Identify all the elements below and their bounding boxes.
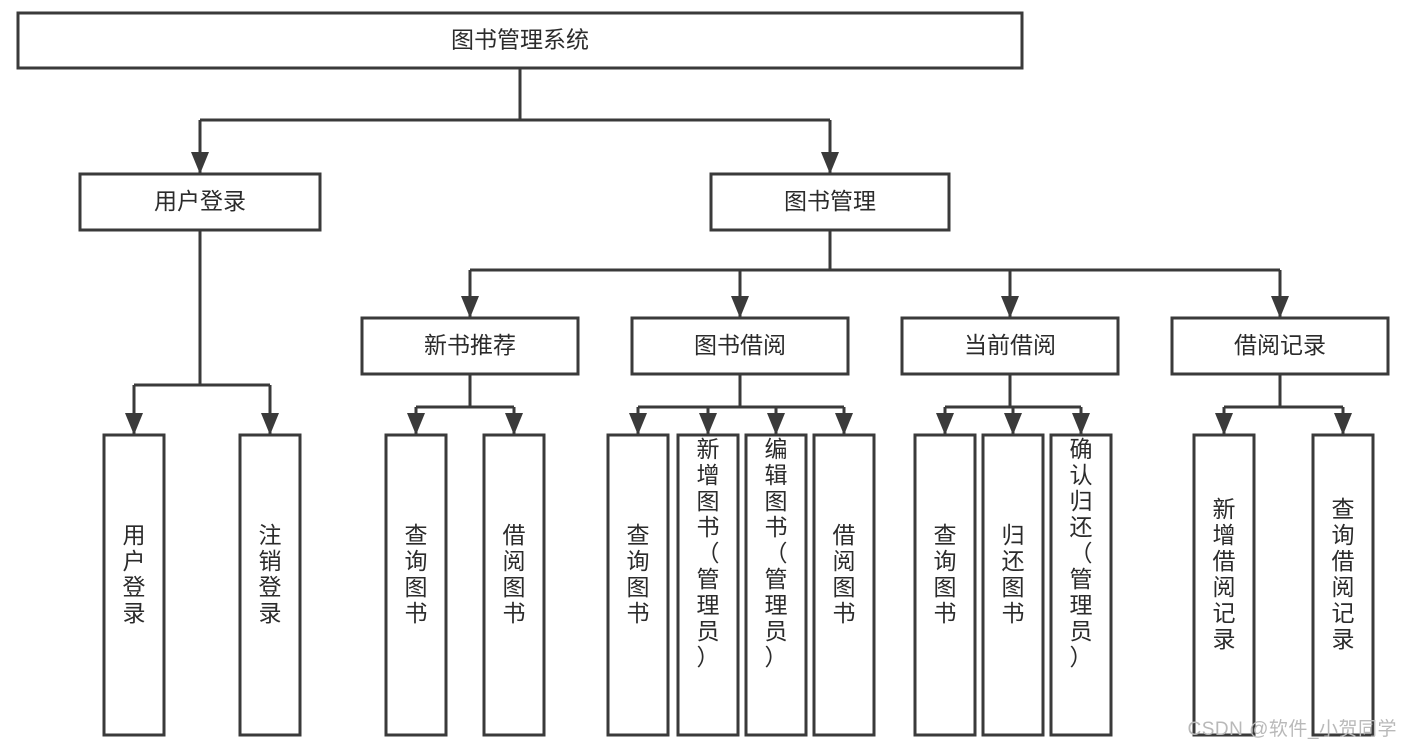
node-leaf-return-book[interactable]: 归还图书 (981, 433, 1045, 737)
node-box-leaf-add-book-admin (676, 433, 740, 737)
node-leaf-borrow-book-2[interactable]: 借阅图书 (812, 433, 876, 737)
node-leaf-edit-book-admin[interactable]: 编辑图书（管理员） (744, 433, 808, 737)
node-book-manage[interactable]: 图书管理 (709, 172, 951, 232)
node-label-book-borrow: 图书借阅 (694, 332, 786, 358)
node-box-leaf-return-book (981, 433, 1045, 737)
connector-layer (125, 68, 1352, 435)
node-label-new-book-recommend: 新书推荐 (424, 332, 516, 358)
node-label-leaf-confirm-return-admin: 确认归还（管理员） (1070, 436, 1093, 670)
arrow-head-icon (1001, 296, 1019, 318)
node-leaf-confirm-return-admin[interactable]: 确认归还（管理员） (1049, 433, 1113, 737)
node-leaf-user-login[interactable]: 用户登录 (102, 433, 166, 737)
node-label-leaf-add-book-admin: 新增图书（管理员） (697, 436, 720, 670)
arrow-head-icon (1004, 413, 1022, 435)
node-box-leaf-edit-book-admin (744, 433, 808, 737)
node-leaf-query-book-2[interactable]: 查询图书 (606, 433, 670, 737)
arrow-head-icon (1271, 296, 1289, 318)
arrow-head-icon (699, 413, 717, 435)
arrow-head-icon (936, 413, 954, 435)
node-label-leaf-query-book-2: 查询图书 (627, 522, 650, 626)
node-box-leaf-query-book-2 (606, 433, 670, 737)
node-box-leaf-confirm-return-admin (1049, 433, 1113, 737)
node-user-login[interactable]: 用户登录 (78, 172, 322, 232)
node-box-leaf-query-book-3 (913, 433, 977, 737)
node-box-borrow-record (1170, 316, 1390, 376)
arrow-head-icon (821, 152, 839, 174)
arrow-head-icon (191, 152, 209, 174)
arrow-head-icon (835, 413, 853, 435)
arrow-head-icon (407, 413, 425, 435)
arrow-head-icon (261, 413, 279, 435)
node-leaf-borrow-book-1[interactable]: 借阅图书 (482, 433, 546, 737)
arrow-head-icon (505, 413, 523, 435)
arrow-head-icon (125, 413, 143, 435)
node-label-leaf-query-borrow-record: 查询借阅记录 (1332, 496, 1355, 652)
node-label-user-login: 用户登录 (154, 188, 246, 214)
node-label-root: 图书管理系统 (451, 27, 589, 53)
node-box-leaf-query-borrow-record (1311, 433, 1375, 737)
node-box-leaf-logout (238, 433, 302, 737)
node-box-user-login (78, 172, 322, 232)
node-label-book-manage: 图书管理 (784, 188, 876, 214)
node-box-leaf-query-book-1 (384, 433, 448, 737)
node-label-leaf-logout: 注销登录 (259, 522, 282, 626)
node-box-new-book-recommend (360, 316, 580, 376)
node-box-leaf-add-borrow-record (1192, 433, 1256, 737)
node-layer: 图书管理系统用户登录图书管理新书推荐图书借阅当前借阅借阅记录用户登录注销登录查询… (16, 11, 1390, 737)
arrow-head-icon (1334, 413, 1352, 435)
node-label-leaf-query-book-3: 查询图书 (934, 522, 957, 626)
node-label-leaf-add-borrow-record: 新增借阅记录 (1213, 496, 1236, 652)
arrow-head-icon (461, 296, 479, 318)
node-leaf-query-book-3[interactable]: 查询图书 (913, 433, 977, 737)
node-label-leaf-user-login: 用户登录 (123, 522, 146, 626)
node-root[interactable]: 图书管理系统 (16, 11, 1024, 70)
node-leaf-add-borrow-record[interactable]: 新增借阅记录 (1192, 433, 1256, 737)
node-new-book-recommend[interactable]: 新书推荐 (360, 316, 580, 376)
node-label-leaf-borrow-book-2: 借阅图书 (833, 522, 856, 626)
node-box-leaf-borrow-book-1 (482, 433, 546, 737)
node-book-borrow[interactable]: 图书借阅 (630, 316, 850, 376)
node-leaf-query-book-1[interactable]: 查询图书 (384, 433, 448, 737)
node-borrow-record[interactable]: 借阅记录 (1170, 316, 1390, 376)
node-box-leaf-borrow-book-2 (812, 433, 876, 737)
arrow-head-icon (1215, 413, 1233, 435)
arrow-head-icon (1072, 413, 1090, 435)
node-label-leaf-query-book-1: 查询图书 (405, 522, 428, 626)
node-current-borrow[interactable]: 当前借阅 (900, 316, 1120, 376)
arrow-head-icon (767, 413, 785, 435)
node-box-current-borrow (900, 316, 1120, 376)
node-box-root (16, 11, 1024, 70)
node-box-book-borrow (630, 316, 850, 376)
node-label-leaf-return-book: 归还图书 (1002, 522, 1025, 626)
node-label-current-borrow: 当前借阅 (964, 332, 1056, 358)
node-label-borrow-record: 借阅记录 (1234, 332, 1326, 358)
node-box-book-manage (709, 172, 951, 232)
node-box-leaf-user-login (102, 433, 166, 737)
node-leaf-add-book-admin[interactable]: 新增图书（管理员） (676, 433, 740, 737)
arrow-head-icon (629, 413, 647, 435)
node-label-leaf-edit-book-admin: 编辑图书（管理员） (765, 436, 788, 670)
node-leaf-query-borrow-record[interactable]: 查询借阅记录 (1311, 433, 1375, 737)
arrow-head-icon (731, 296, 749, 318)
node-label-leaf-borrow-book-1: 借阅图书 (503, 522, 526, 626)
node-leaf-logout[interactable]: 注销登录 (238, 433, 302, 737)
